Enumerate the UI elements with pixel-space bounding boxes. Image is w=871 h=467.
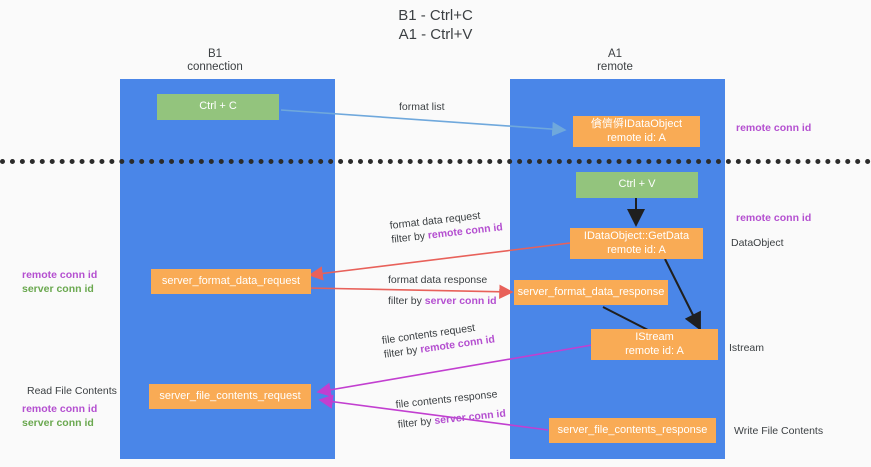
node-server-file-contents-request-label: server_file_contents_request bbox=[159, 389, 301, 402]
edge-label-format-data-response-line1: format data response bbox=[388, 274, 488, 286]
node-istream[interactable]: IStream remote id: A bbox=[591, 329, 718, 360]
node-ctrl-c[interactable]: Ctrl + C bbox=[157, 94, 279, 120]
column-header-b1: B1 connection bbox=[160, 48, 270, 74]
annotation-left-conn-ids-bottom: remote conn id server conn id bbox=[22, 403, 98, 429]
annotation-istream: Istream bbox=[729, 342, 765, 354]
edge-label-format-data-response: format data response filter by server co… bbox=[388, 273, 497, 308]
node-server-format-data-request[interactable]: server_format_data_request bbox=[151, 269, 311, 294]
node-ctrl-c-label: Ctrl + C bbox=[199, 100, 237, 113]
annotation-left-conn-ids-mid: remote conn id server conn id bbox=[22, 269, 98, 295]
arrow-response-istream bbox=[602, 306, 649, 331]
node-server-format-data-request-label: server_format_data_request bbox=[161, 274, 301, 287]
annotation-right-remote-conn-id-top: remote conn id bbox=[736, 122, 812, 134]
column-header-a1: A1 remote bbox=[560, 48, 670, 74]
annotation-write-file-contents: Write File Contents bbox=[734, 425, 824, 437]
column-header-a1-role: remote bbox=[597, 61, 633, 73]
node-ctrl-v-label: Ctrl + V bbox=[618, 178, 656, 191]
node-server-file-contents-response[interactable]: server_file_contents_response bbox=[549, 418, 716, 443]
arrow-format-data-request bbox=[308, 242, 571, 281]
node-idataobject-getdata-label: IDataObject::GetData bbox=[583, 230, 690, 242]
edge-label-format-data-response-line2: filter by server conn id bbox=[388, 295, 497, 307]
column-header-b1-name: B1 bbox=[207, 48, 223, 60]
title-line-2: A1 - Ctrl+V bbox=[398, 26, 473, 43]
node-istream-label: IStream bbox=[635, 331, 674, 343]
node-idataobject[interactable]: 僋儕僢IDataObject remote id: A bbox=[573, 116, 700, 147]
arrow-format-list bbox=[280, 109, 567, 137]
column-header-b1-role: connection bbox=[187, 61, 243, 73]
node-server-format-data-response-label: server_format_data_response bbox=[517, 285, 665, 298]
edge-label-format-list-line1: format list bbox=[399, 101, 445, 113]
column-header-a1-name: A1 bbox=[607, 48, 623, 60]
node-ctrl-v[interactable]: Ctrl + V bbox=[576, 172, 698, 198]
arrow-file-contents-response bbox=[318, 394, 549, 431]
node-idataobject-getdata[interactable]: IDataObject::GetData remote id: A bbox=[570, 228, 703, 259]
title-line-1: B1 - Ctrl+C bbox=[398, 7, 473, 24]
annotation-dataobject: DataObject bbox=[731, 237, 784, 249]
page-title: B1 - Ctrl+C A1 - Ctrl+V bbox=[0, 6, 871, 44]
node-istream-sub: remote id: A bbox=[625, 344, 684, 357]
edge-label-format-list: format list bbox=[399, 100, 445, 114]
node-server-file-contents-response-label: server_file_contents_response bbox=[557, 423, 708, 436]
arrow-file-contents-request bbox=[316, 344, 593, 397]
section-separator bbox=[0, 159, 871, 164]
arrow-getdata-istream bbox=[664, 258, 701, 331]
highlight-server-conn-id: server conn id bbox=[424, 295, 497, 307]
arrow-format-data-response bbox=[307, 284, 514, 299]
node-idataobject-getdata-sub: remote id: A bbox=[607, 243, 666, 256]
node-server-format-data-response[interactable]: server_format_data_response bbox=[514, 280, 668, 305]
node-idataobject-sub: remote id: A bbox=[607, 131, 666, 144]
annotation-right-remote-conn-id-mid: remote conn id bbox=[736, 212, 812, 224]
node-server-file-contents-request[interactable]: server_file_contents_request bbox=[149, 384, 311, 409]
annotation-read-file-contents: Read File Contents bbox=[27, 385, 117, 397]
node-idataobject-label: 僋儕僢IDataObject bbox=[590, 118, 683, 130]
